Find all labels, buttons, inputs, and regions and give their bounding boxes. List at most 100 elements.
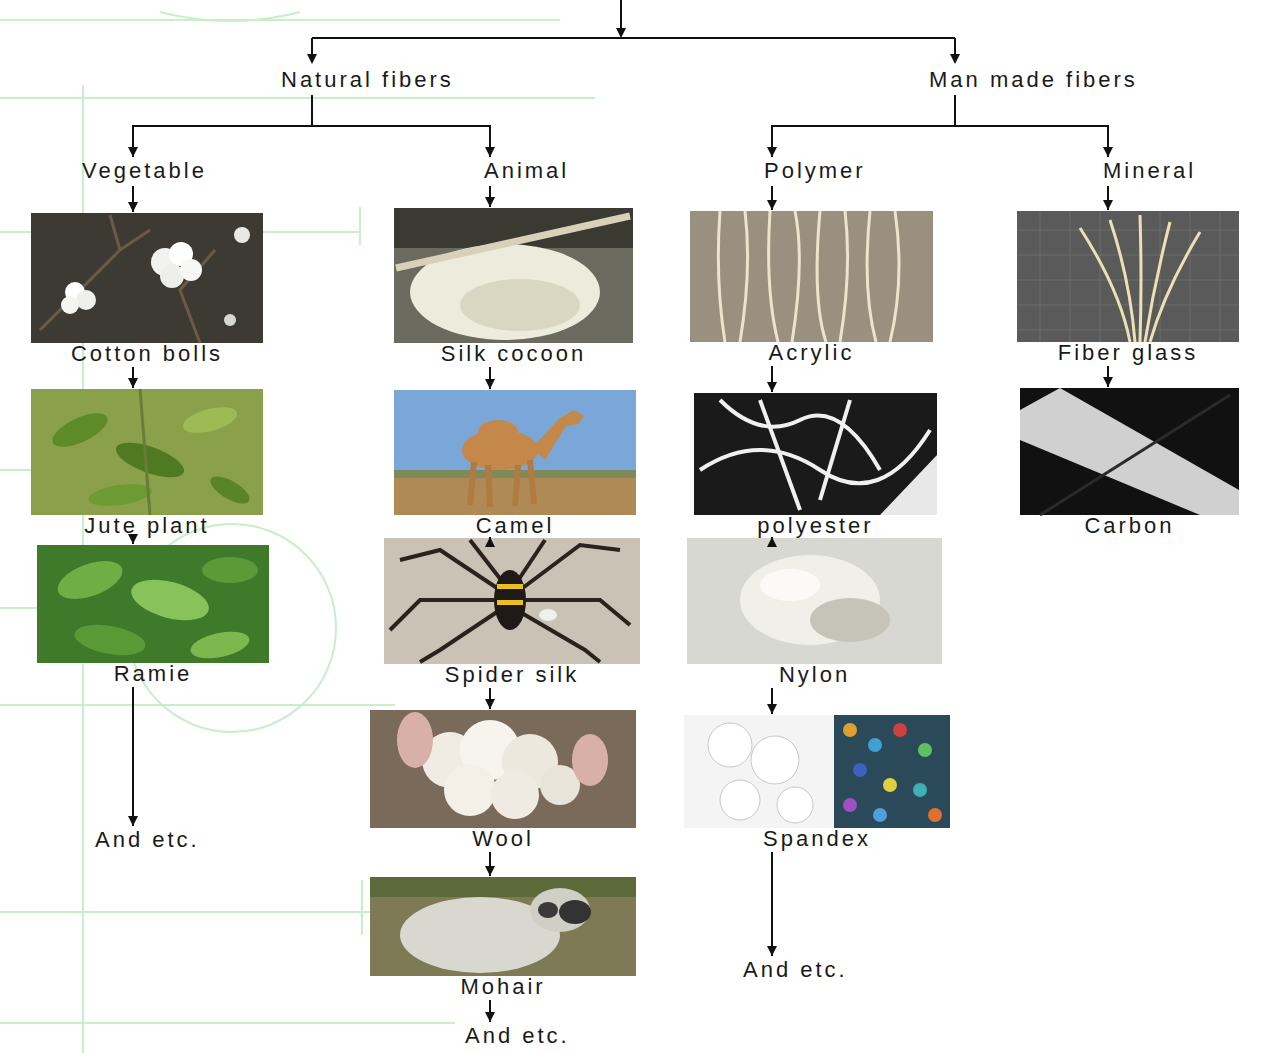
camel-photo-part (532, 410, 584, 460)
cotton-photo (31, 213, 263, 343)
fiber-photo-box: Ramie (37, 545, 269, 685)
spider-photo-part-part (420, 610, 500, 662)
photo-area (31, 213, 263, 343)
fiberglass-photo-part-part (1080, 228, 1130, 342)
spandex-photo-part (777, 787, 813, 823)
mohair-photo-part (559, 900, 591, 924)
photo-area (1020, 388, 1239, 515)
tree-arrow (489, 852, 491, 876)
fiber-photo-box: Wool (370, 710, 636, 850)
cotton-photo-part (31, 213, 263, 343)
photo-area (690, 211, 933, 342)
template-lines-part (0, 704, 395, 706)
fiberglass-photo-part-part (1140, 215, 1141, 342)
acrylic-photo-part-part (792, 211, 799, 342)
jute-photo-part (31, 389, 263, 515)
wool-photo (370, 710, 636, 828)
category-label: And etc. (461, 1023, 574, 1049)
fiberglass-photo-part-part (1070, 211, 1071, 342)
polyester-photo-part-part (820, 400, 850, 500)
carbon-photo-part (1040, 395, 1230, 515)
cotton-photo-part (61, 296, 79, 314)
fiberglass-photo-part-part (1220, 211, 1221, 342)
fiberglass-photo-part-part (1017, 230, 1239, 231)
ramie-photo-part (53, 553, 128, 606)
fiber-photo-box: Fiber glass (1017, 211, 1239, 364)
category-text: Polymer (764, 159, 866, 183)
fiberglass-photo-part-part (1190, 211, 1191, 342)
photo-area (394, 208, 633, 343)
category-label: Man made fibers (925, 67, 1142, 93)
tree-arrow (132, 186, 134, 212)
fiber-photo-box: Acrylic (690, 211, 933, 364)
category-label: Animal (480, 158, 573, 184)
category-text: Vegetable (82, 159, 207, 183)
camel-photo-part-part (488, 465, 490, 507)
camel-photo-part-part (530, 460, 534, 504)
acrylic-photo-part-part (718, 211, 725, 342)
tree-arrow (955, 95, 1108, 157)
template-lines-part (0, 607, 40, 609)
ramie-photo-part (37, 545, 269, 663)
category-text: Mineral (1103, 159, 1196, 183)
silk-cocoon-photo (394, 208, 633, 343)
camel-photo-part-part (470, 462, 474, 505)
mohair-photo-part (538, 902, 558, 918)
category-label: Vegetable (78, 158, 211, 184)
tree-arrow (132, 539, 134, 544)
fiber-caption: Carbon (1020, 515, 1239, 537)
tree-arrow (771, 366, 773, 392)
fiberglass-photo-part-part (1145, 222, 1170, 342)
polyester-photo (694, 393, 937, 515)
wool-photo-part (444, 764, 496, 816)
carbon-photo-part (1020, 388, 1239, 515)
nylon-photo (687, 538, 942, 664)
fiber-photo-box: Spandex (684, 715, 950, 850)
camel-photo-part-part (515, 465, 518, 506)
acrylic-photo-part-part (840, 211, 848, 342)
cotton-photo-part (76, 290, 96, 310)
fiberglass-photo-part-part (1160, 211, 1161, 342)
tree-arrow (489, 186, 491, 207)
mohair-photo (370, 877, 636, 976)
top-split-arrows-part (954, 38, 956, 56)
tree-arrow (133, 95, 312, 157)
spider-photo-part-part (520, 612, 600, 662)
category-label: Polymer (760, 158, 870, 184)
camel-photo-part (478, 420, 518, 444)
polyester-photo-part (700, 400, 930, 510)
fiber-caption: Nylon (687, 664, 942, 686)
fiber-photo-box: Camel (394, 390, 636, 537)
wool-photo-part (370, 710, 636, 828)
tree-arrow (489, 537, 491, 539)
ramie-photo-part (72, 620, 148, 660)
tree-arrow (132, 687, 134, 826)
top-split-arrows-part (307, 54, 317, 64)
fiberglass-photo-part-part (1017, 280, 1239, 281)
fiber-photo-box: Silk cocoon (394, 208, 633, 365)
spandex-photo-part-part (893, 723, 907, 737)
jute-photo-part (112, 435, 189, 484)
spandex-photo-part (708, 723, 752, 767)
fiber-photo-box: Carbon (1020, 388, 1239, 537)
category-text: And etc. (95, 828, 200, 852)
category-label: And etc. (91, 827, 204, 853)
fiber-caption: Ramie (37, 663, 269, 685)
fiber-photo-box: Nylon (687, 538, 942, 686)
ramie-photo-part (127, 572, 214, 627)
fiberglass-photo-part-part (1110, 220, 1135, 342)
photo-area (31, 389, 263, 515)
mohair-photo-part (370, 877, 636, 976)
spandex-photo (684, 715, 950, 828)
fiber-photo-box: Cotton bolls (31, 213, 263, 365)
fiberglass-photo (1017, 211, 1239, 342)
photo-area (1017, 211, 1239, 342)
spider-photo-part (494, 570, 526, 630)
spandex-photo-part-part (883, 778, 897, 792)
acrylic-photo-part-part (740, 211, 748, 342)
fiber-caption: Cotton bolls (31, 343, 263, 365)
photo-area (370, 877, 636, 976)
fiber-caption: Silk cocoon (394, 343, 633, 365)
photo-area (394, 390, 636, 515)
